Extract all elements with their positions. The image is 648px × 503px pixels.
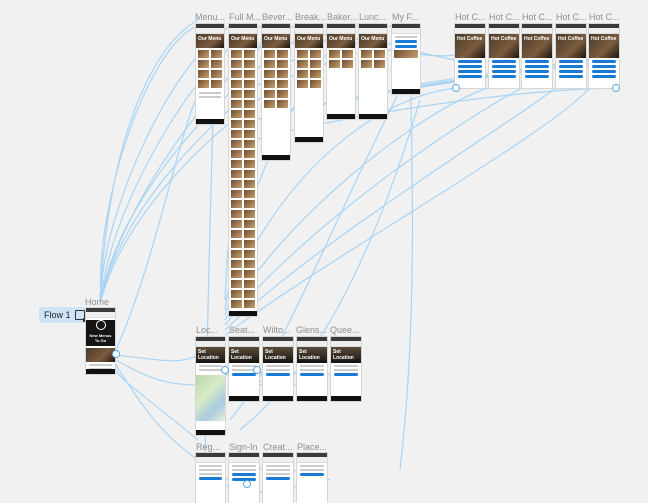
hero-title: Our Menu [327,34,355,44]
frame-label-breakfast[interactable]: Break... [295,12,328,22]
wire [116,360,198,385]
frame-label-register[interactable]: Reg... [196,442,226,452]
wire [400,40,413,470]
frame-hot-coffee-2[interactable]: Hot Coffee [489,24,519,88]
frame-label-full-menu[interactable]: Full M... [229,12,262,22]
frame-label-hot-coffee-5[interactable]: Hot C... [589,12,622,22]
frame-wilton[interactable]: Set Location [263,337,293,401]
wire [101,25,200,300]
frame-home[interactable]: New Menus To Go [86,308,115,374]
frame-label-bakery[interactable]: Baker... [327,12,360,22]
hero-title: Hot Coffee [489,34,519,44]
flow-start-chip[interactable]: Flow 1 [39,307,87,323]
wire [116,370,198,440]
hero-title: Hot Coffee [556,34,586,44]
hero-title: Set Location [331,347,361,363]
flow-start-icon [75,310,85,320]
frame-breakfast[interactable]: Our Menu [295,24,323,142]
frame-sign-in[interactable] [229,453,259,503]
frame-full-menu[interactable]: Our Menu [229,24,257,316]
frame-label-wilton[interactable]: Wilto... [263,325,296,335]
hero-title: Hot Coffee [522,34,552,44]
map-view[interactable] [196,375,225,421]
frame-label-glens[interactable]: Glens... [296,325,329,335]
hero-title: Our Menu [295,34,323,44]
frame-label-hot-coffee-3[interactable]: Hot C... [522,12,555,22]
frame-label-queens[interactable]: Quee... [330,325,363,335]
frame-beverages[interactable]: Our Menu [262,24,290,160]
connection-handle[interactable] [221,366,229,374]
hero-title: New Menus To Go [86,331,115,345]
hero-title: Set Location [263,347,293,363]
hero-image: Our Menu [196,34,224,48]
frame-label-location[interactable]: Loc... [196,325,226,335]
hero-title: Set Location [297,347,327,363]
frame-location[interactable]: Set Location [196,337,225,435]
hero-title: Set Location [229,347,259,363]
frame-label-lunch[interactable]: Lunc... [359,12,392,22]
frame-create[interactable] [263,453,293,503]
frame-label-home[interactable]: Home [85,297,115,307]
frame-lunch[interactable]: Our Menu [359,24,387,119]
hero-title: Our Menu [229,34,257,44]
frame-glens[interactable]: Set Location [297,337,327,401]
wire [116,80,205,350]
frame-label-beverages[interactable]: Bever... [262,12,295,22]
hero-title: Our Menu [196,34,224,44]
tab-bar [196,119,224,124]
frame-label-sign-in[interactable]: Sign-In [229,442,262,452]
frame-register[interactable] [196,453,225,503]
frame-menu[interactable]: Our Menu [196,24,224,124]
hero-title: Hot Coffee [589,34,619,44]
menu-grid [196,48,224,90]
frame-label-hot-coffee-1[interactable]: Hot C... [455,12,488,22]
frame-label-create[interactable]: Creat... [263,442,296,452]
wire [116,365,198,460]
frame-hot-coffee-1[interactable]: Hot Coffee [455,24,485,88]
frame-queens[interactable]: Set Location [331,337,361,401]
frame-hot-coffee-4[interactable]: Hot Coffee [556,24,586,88]
hero-title: Hot Coffee [455,34,485,44]
frame-hot-coffee-5[interactable]: Hot Coffee [589,24,619,88]
wire [116,355,198,361]
hero-title: Our Menu [359,34,387,44]
frame-label-menu[interactable]: Menu... [195,12,228,22]
frame-label-seattle[interactable]: Seat... [229,325,262,335]
frame-label-my-favorites[interactable]: My F... [392,12,425,22]
wire [100,20,198,300]
connection-handle[interactable] [243,480,251,488]
hero-title: Our Menu [262,34,290,44]
connection-handle[interactable] [612,84,620,92]
frame-hot-coffee-3[interactable]: Hot Coffee [522,24,552,88]
connection-handle[interactable] [112,350,120,358]
connection-handle[interactable] [452,84,460,92]
wire [225,88,455,315]
hero-title: Set Location [196,347,225,363]
frame-label-hot-coffee-4[interactable]: Hot C... [556,12,589,22]
connection-handle[interactable] [253,366,261,374]
logo-icon [96,320,106,330]
frame-my-favorites[interactable] [392,24,420,94]
flow-label: Flow 1 [44,310,71,320]
frame-bakery[interactable]: Our Menu [327,24,355,119]
frame-place[interactable] [297,453,327,503]
frame-label-hot-coffee-2[interactable]: Hot C... [489,12,522,22]
frame-label-place[interactable]: Place... [297,442,330,452]
